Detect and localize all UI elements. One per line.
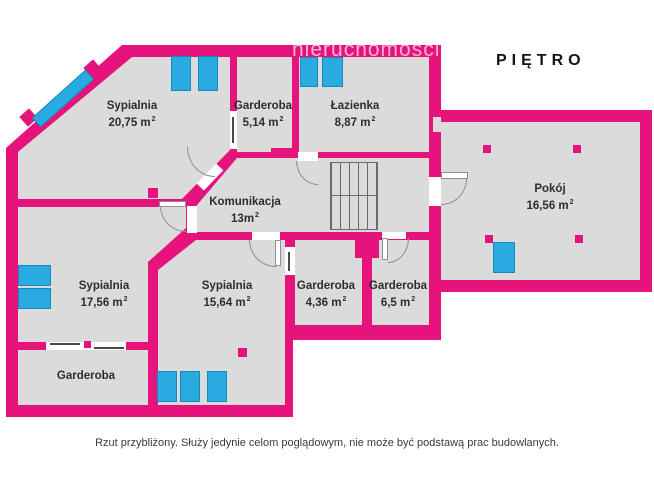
room-floor-garderoba-1 (237, 57, 292, 152)
room-label-sypialnia-3: Sypialnia 15,64 m2 (202, 279, 253, 310)
sliding-door-stop (84, 341, 91, 348)
door-leaf (441, 172, 468, 179)
wardrobe (171, 56, 191, 91)
disclaimer-text: Rzut przybliżony. Służy jedynie celom po… (95, 437, 559, 449)
column (148, 188, 158, 198)
room-name: Pokój (534, 183, 566, 195)
room-label-garderoba-4: Garderoba (57, 369, 115, 383)
room-name: Garderoba (233, 100, 293, 112)
room-name: Garderoba (368, 280, 428, 292)
room-label-sypialnia-2: Sypialnia 17,56 m2 (79, 279, 130, 310)
room-label-garderoba-2: Garderoba 4,36 m2 (297, 279, 355, 310)
wall-notch (433, 117, 441, 132)
room-floor-lazienka (299, 57, 429, 152)
bath-fixture (322, 57, 343, 87)
room-area: 13m2 (231, 212, 259, 225)
column (483, 145, 491, 153)
room-label-pokoj: Pokój 16,56 m2 (526, 182, 573, 213)
stair-flight-lower (331, 196, 377, 229)
chimney-block (355, 232, 379, 258)
sliding-door-panel (288, 252, 290, 271)
wardrobe (198, 56, 218, 91)
room-label-sypialnia-1: Sypialnia 20,75 m2 (107, 99, 158, 130)
room-area: 20,75 m2 (108, 116, 156, 129)
room-label-garderoba-3: Garderoba 6,5 m2 (369, 279, 427, 310)
wardrobe (493, 242, 515, 273)
room-area: 15,64 m2 (203, 296, 251, 309)
room-name: Komunikacja (209, 196, 281, 208)
room-area: 16,56 m2 (526, 199, 574, 212)
watermark: nieruchomości (292, 38, 441, 61)
sliding-door-panel (232, 117, 234, 143)
room-name: Łazienka (330, 100, 380, 112)
room-label-garderoba-1: Garderoba 5,14 m2 (234, 99, 292, 130)
room-floor-garderoba-2 (295, 240, 362, 325)
bed (18, 288, 51, 309)
room-label-lazienka: Łazienka 8,87 m2 (331, 99, 380, 130)
door-opening (187, 206, 197, 233)
column (573, 145, 581, 153)
column (575, 235, 583, 243)
room-area: 8,87 m2 (334, 116, 376, 129)
room-area: 17,56 m2 (80, 296, 128, 309)
room-name: Garderoba (56, 370, 116, 382)
room-floor-pokoj (441, 122, 640, 280)
room-area: 6,5 m2 (380, 296, 416, 309)
wardrobe (207, 371, 227, 402)
sliding-door-panel (94, 347, 124, 349)
column (238, 348, 247, 357)
page-title: PIĘTRO (496, 52, 586, 69)
door-opening (285, 247, 295, 275)
door-opening (298, 152, 318, 161)
wall-step (271, 148, 292, 158)
bath-fixture (300, 57, 318, 87)
room-name: Garderoba (296, 280, 356, 292)
door-opening (252, 232, 280, 240)
column (485, 235, 493, 243)
stair-flight-upper (331, 163, 377, 196)
sliding-door-panel (50, 343, 80, 345)
wardrobe (180, 371, 200, 402)
bed (18, 265, 51, 286)
room-area: 5,14 m2 (242, 116, 284, 129)
wardrobe (157, 371, 177, 402)
room-name: Sypialnia (78, 280, 130, 292)
room-floor-garderoba-4 (18, 350, 148, 405)
door-opening (382, 232, 406, 239)
door-opening (429, 177, 441, 206)
room-name: Sypialnia (106, 100, 158, 112)
room-area: 4,36 m2 (305, 296, 347, 309)
room-label-komunikacja: Komunikacja 13m2 (209, 195, 281, 226)
staircase (330, 162, 378, 230)
room-name: Sypialnia (201, 280, 253, 292)
